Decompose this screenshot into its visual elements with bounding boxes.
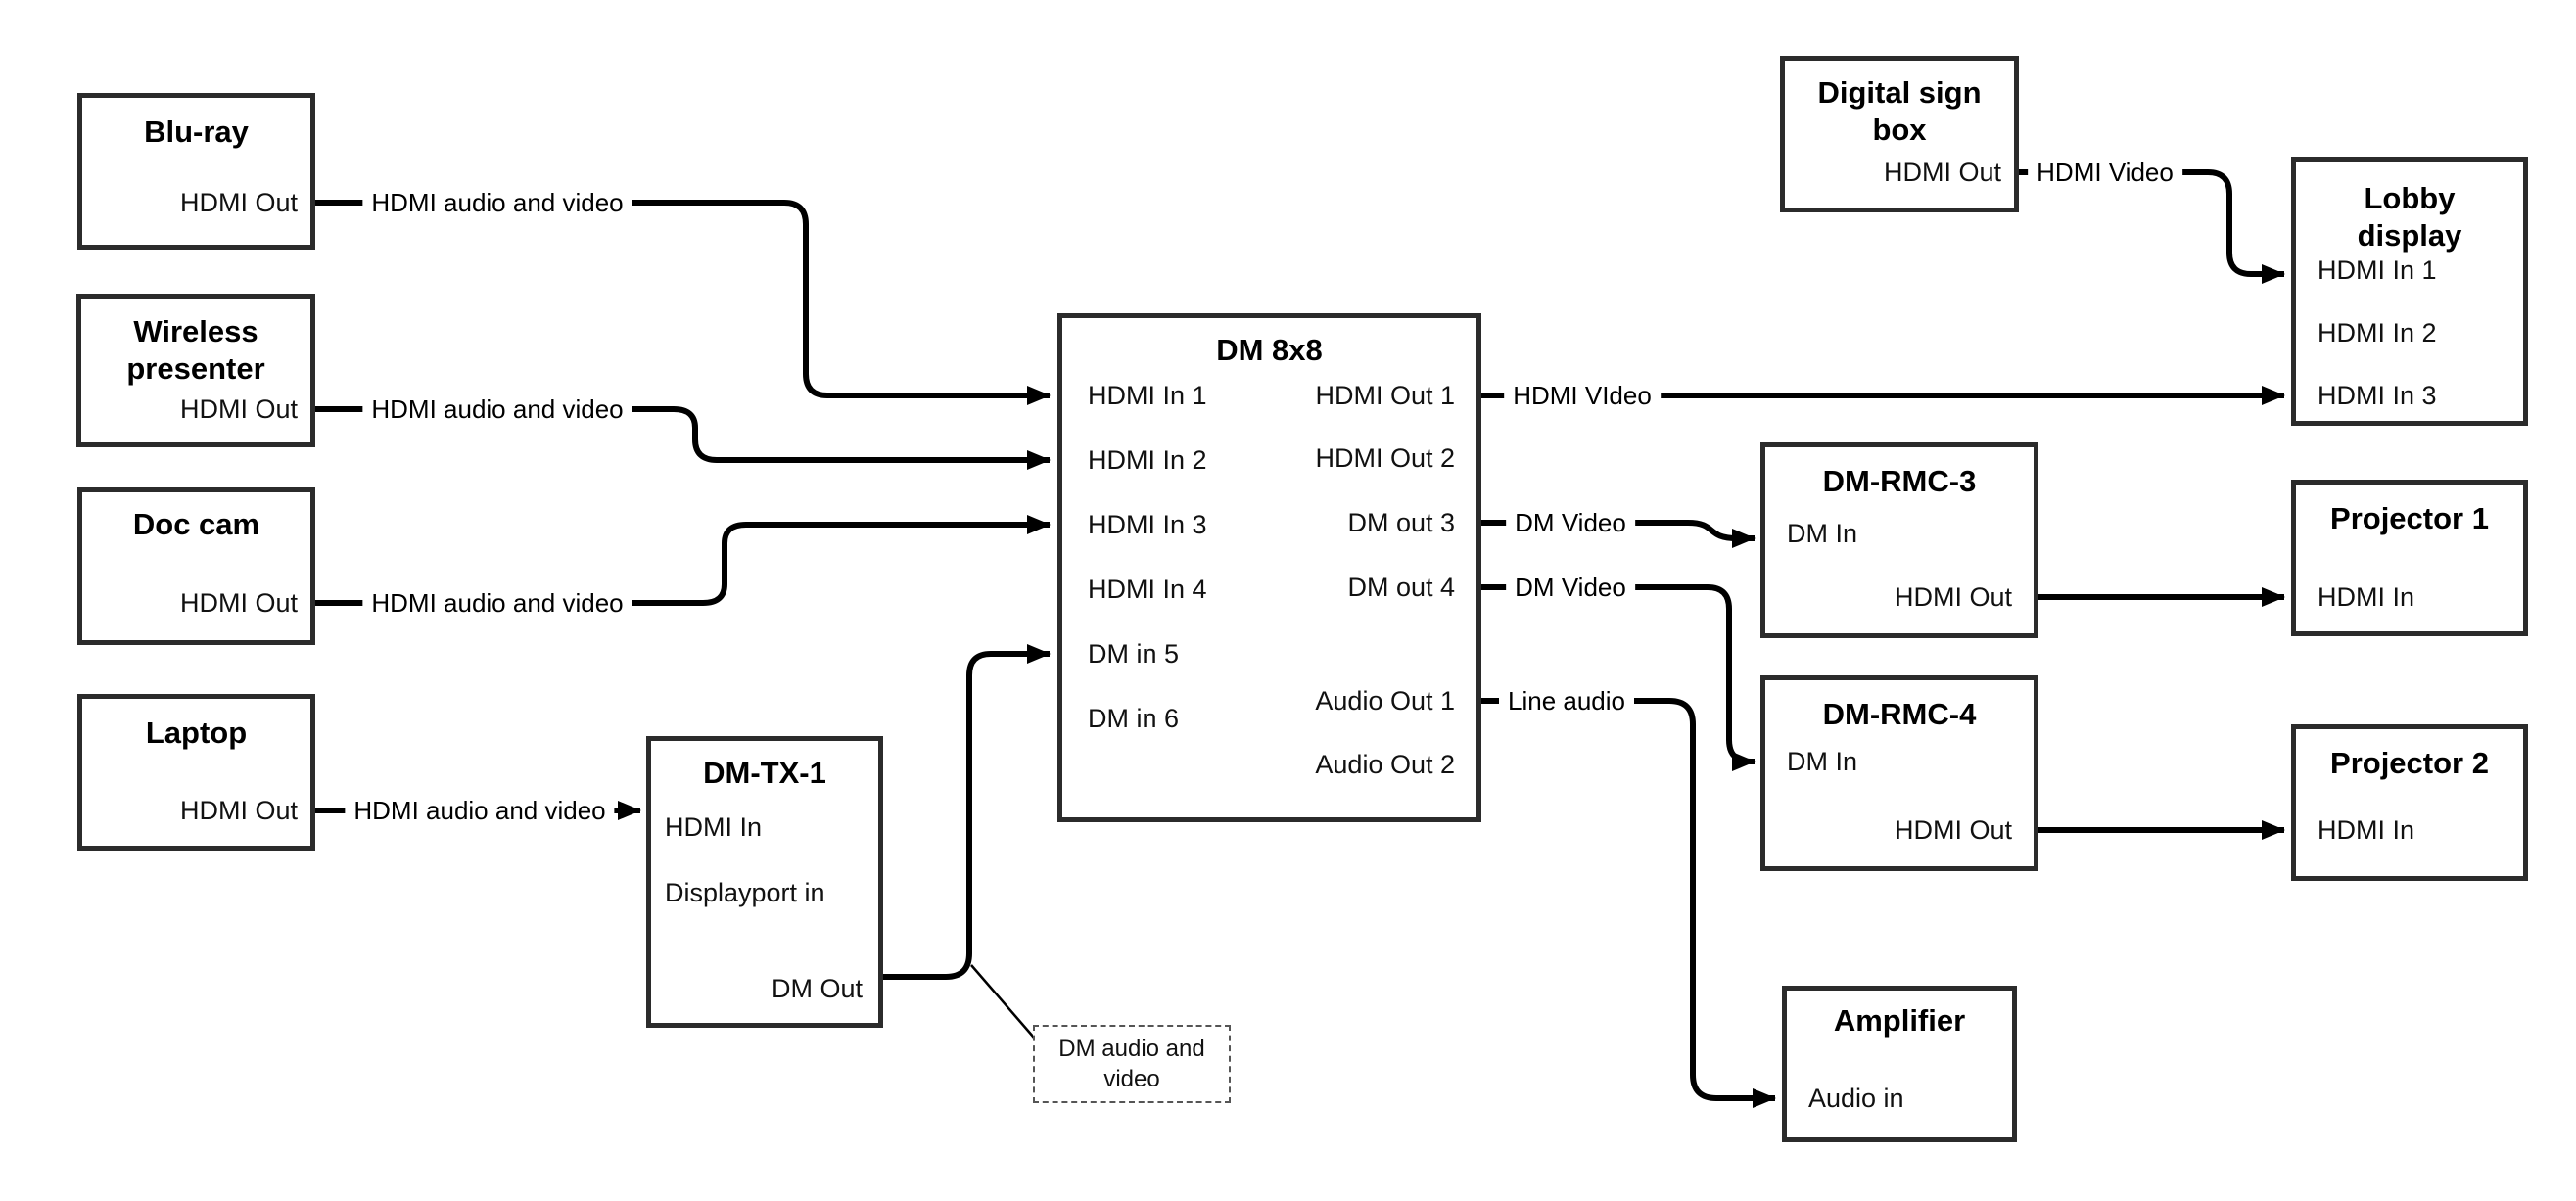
port-dm-out: DM Out [771,974,863,1003]
node-laptop: Laptop HDMI Out [77,694,315,851]
port-dm-out-4: DM out 4 [1347,573,1455,602]
edge-label: HDMI Video [2028,158,2182,187]
port-hdmi-out: HDMI Out [1883,158,2001,187]
port-dm-in: DM In [1787,747,1858,776]
edge-signbox-to-lobby-in1 [2019,169,2285,284]
port-dm-out-3: DM out 3 [1347,508,1455,537]
edge-label: HDMI audio and video [345,796,615,825]
node-projector-2: Projector 2 HDMI In [2291,724,2528,881]
edge-label: Line audio [1499,686,1634,716]
node-doc-cam: Doc cam HDMI Out [77,487,315,645]
port-hdmi-out-1: HDMI Out 1 [1315,381,1455,410]
port-hdmi-in-3: HDMI In 3 [2318,381,2437,410]
node-title: DM-TX-1 [703,756,826,790]
edge-label: HDMI VIdeo [1504,381,1661,410]
edge-doccam-to-dm8x8-in3 [315,515,1051,606]
node-title: Blu-ray [144,115,249,149]
node-dm-tx-1: DM-TX-1 HDMI In Displayport in DM Out [646,736,883,1028]
node-title: Laptop [145,716,248,750]
port-hdmi-out: HDMI Out [1894,815,2012,845]
node-title: Projector 1 [2330,501,2489,535]
port-hdmi-in-4: HDMI In 4 [1088,575,1207,604]
port-dm-in-5: DM in 5 [1088,639,1180,669]
port-dm-in: DM In [1787,519,1858,548]
port-hdmi-out: HDMI Out [179,394,298,424]
node-title: Wireless presenter [126,314,265,386]
port-audio-in: Audio in [1808,1084,1904,1113]
node-title: Doc cam [132,507,260,541]
port-hdmi-in-3: HDMI In 3 [1088,510,1207,539]
edge-label: HDMI audio and video [362,394,632,424]
edge-dm8x8-out4-to-rmc4-dm-in [1481,584,1756,771]
node-wireless-presenter: Wireless presenter HDMI Out [76,294,315,447]
port-hdmi-in: HDMI In [2318,815,2415,845]
node-dm-rmc-3: DM-RMC-3 DM In HDMI Out [1760,442,2038,638]
node-title: DM-RMC-4 [1822,697,1977,731]
port-hdmi-in-2: HDMI In 2 [1088,445,1207,475]
edge-dmtx1-to-dm8x8-dm-in5 [883,644,1051,980]
annotation-dm-audio-video: DM audio and video [1033,1025,1231,1103]
node-title: DM-RMC-3 [1822,464,1977,498]
edge-label: DM Video [1506,508,1635,537]
port-hdmi-out: HDMI Out [179,796,298,825]
node-projector-1: Projector 1 HDMI In [2291,480,2528,636]
port-hdmi-out-2: HDMI Out 2 [1315,443,1455,473]
edge-dm8x8-out3-to-rmc3-dm-in [1481,520,1756,548]
port-audio-out-2: Audio Out 2 [1315,750,1455,779]
node-title: Digital sign box [1817,75,1982,147]
port-hdmi-in-1: HDMI In 1 [2318,255,2437,285]
edge-label: HDMI audio and video [362,188,632,217]
node-amplifier: Amplifier Audio in [1782,986,2017,1142]
node-dm-8x8-switcher: DM 8x8 HDMI In 1 HDMI In 2 HDMI In 3 HDM… [1057,313,1481,822]
node-dm-rmc-4: DM-RMC-4 DM In HDMI Out [1760,675,2038,871]
edge-label: DM Video [1506,573,1635,602]
node-title: Lobby display [2357,181,2462,253]
port-displayport-in: Displayport in [665,878,825,907]
node-title: Amplifier [1833,1003,1966,1038]
port-audio-out-1: Audio Out 1 [1315,686,1455,716]
port-hdmi-out: HDMI Out [179,188,298,217]
note-leader-line [970,964,1035,1039]
port-hdmi-in: HDMI In [2318,582,2415,612]
node-bluray: Blu-ray HDMI Out [77,93,315,250]
node-lobby-display: Lobby display HDMI In 1 HDMI In 2 HDMI I… [2291,157,2528,426]
node-title: DM 8x8 [1216,333,1323,367]
edge-label: HDMI audio and video [362,588,632,618]
port-dm-in-6: DM in 6 [1088,704,1180,733]
edge-dm8x8-audio1-to-amp [1481,698,1776,1108]
port-hdmi-in-2: HDMI In 2 [2318,318,2437,347]
node-digital-sign-box: Digital sign box HDMI Out [1780,56,2019,212]
port-hdmi-in-1: HDMI In 1 [1088,381,1207,410]
edge-wireless-to-dm8x8-in2 [315,406,1051,470]
port-hdmi-out: HDMI Out [1894,582,2012,612]
node-title: Projector 2 [2330,746,2489,780]
port-hdmi-in: HDMI In [665,812,763,842]
edge-bluray-to-dm8x8-in1 [315,200,1051,405]
port-hdmi-out: HDMI Out [179,588,298,618]
